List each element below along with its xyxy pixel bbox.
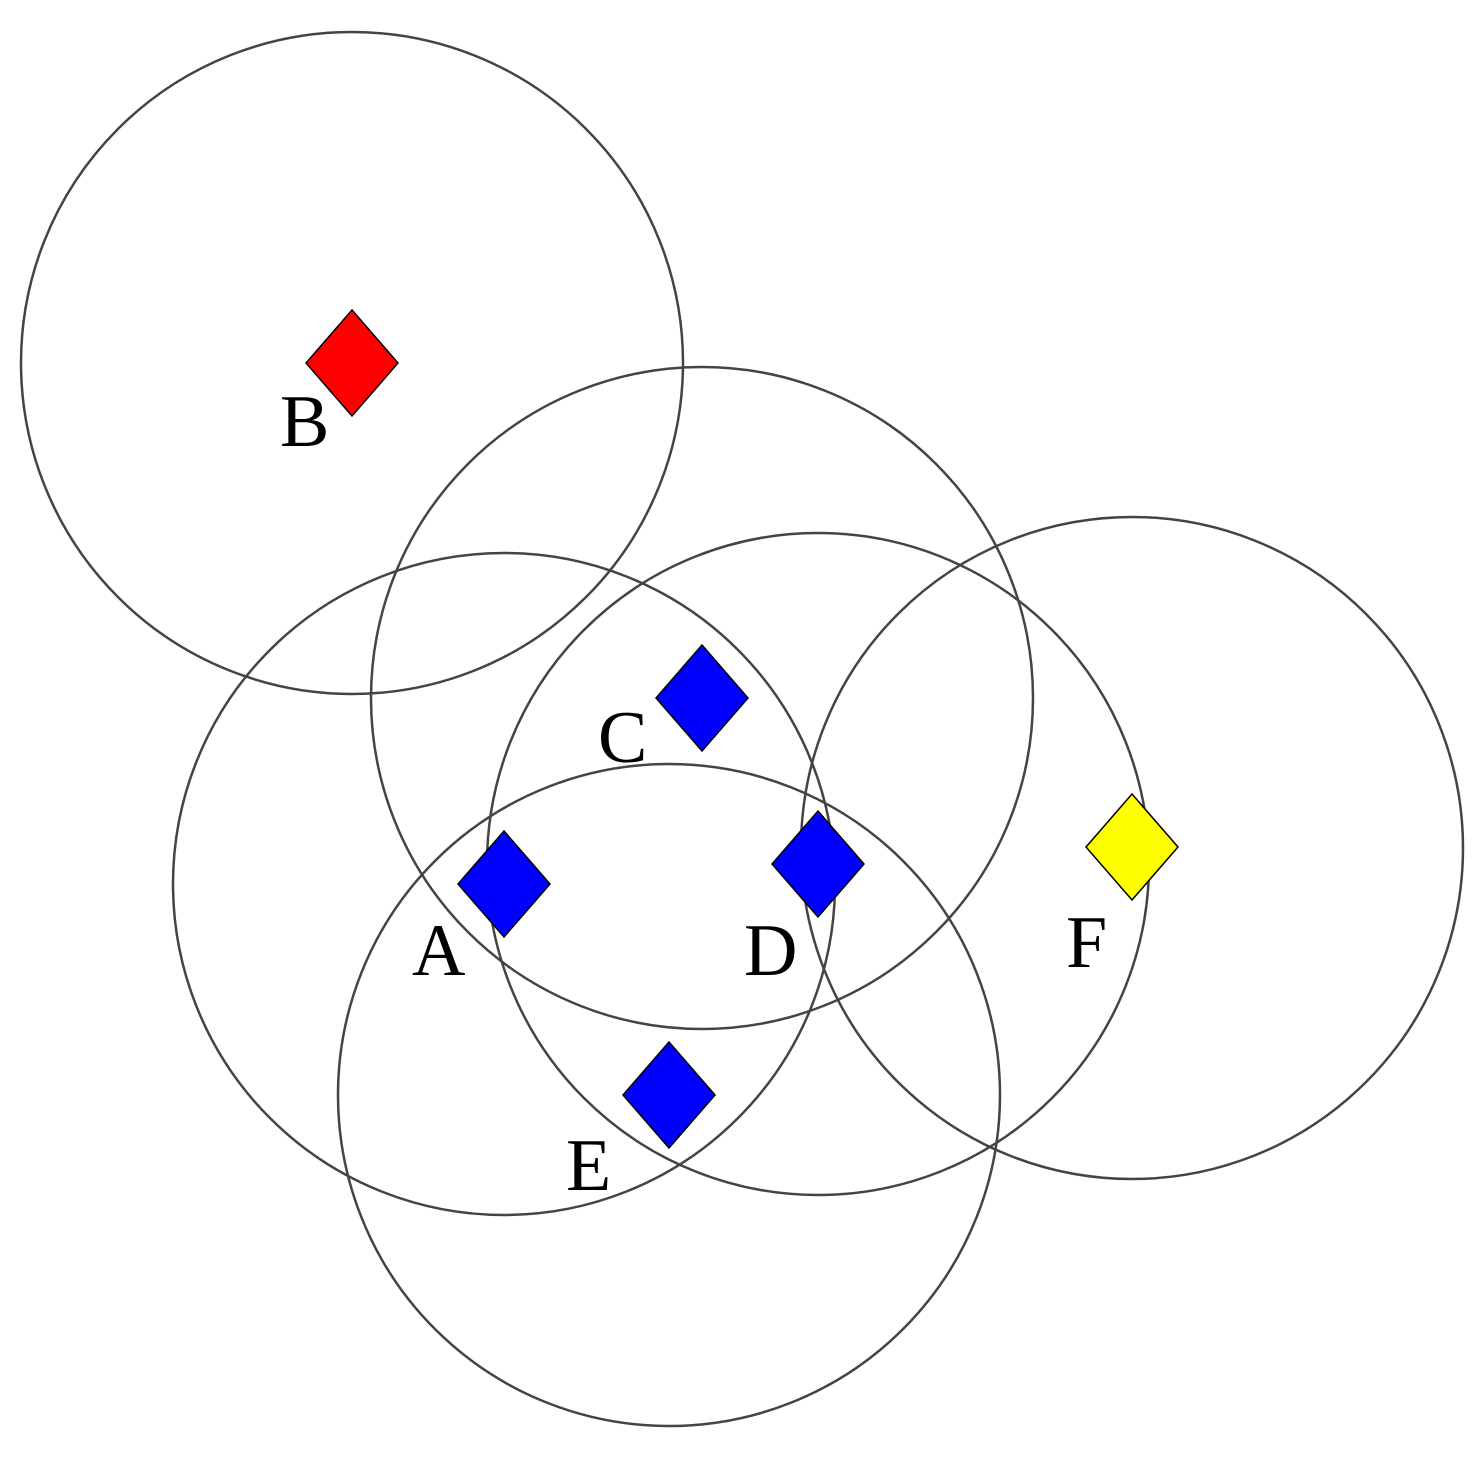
node-a: A (412, 829, 551, 992)
node-f-label: F (1066, 902, 1107, 984)
node-b-diamond (305, 308, 399, 418)
node-d-diamond (771, 809, 865, 919)
node-e: E (566, 1040, 716, 1207)
node-d-label: D (744, 910, 797, 992)
node-c-diamond (655, 643, 749, 753)
node-d: D (744, 809, 865, 992)
node-b-label: B (280, 381, 329, 463)
node-e-label: E (566, 1125, 611, 1207)
node-c-label: C (598, 697, 647, 779)
range-circle-e (336, 762, 1002, 1428)
node-c: C (598, 643, 749, 779)
range-circle-c (369, 365, 1035, 1031)
node-e-diamond (622, 1040, 716, 1150)
node-b: B (280, 308, 399, 463)
node-f-diamond (1085, 792, 1179, 902)
node-a-label: A (412, 910, 465, 992)
node-f: F (1066, 792, 1179, 984)
range-circle-b (19, 30, 685, 696)
node-a-diamond (457, 829, 551, 939)
